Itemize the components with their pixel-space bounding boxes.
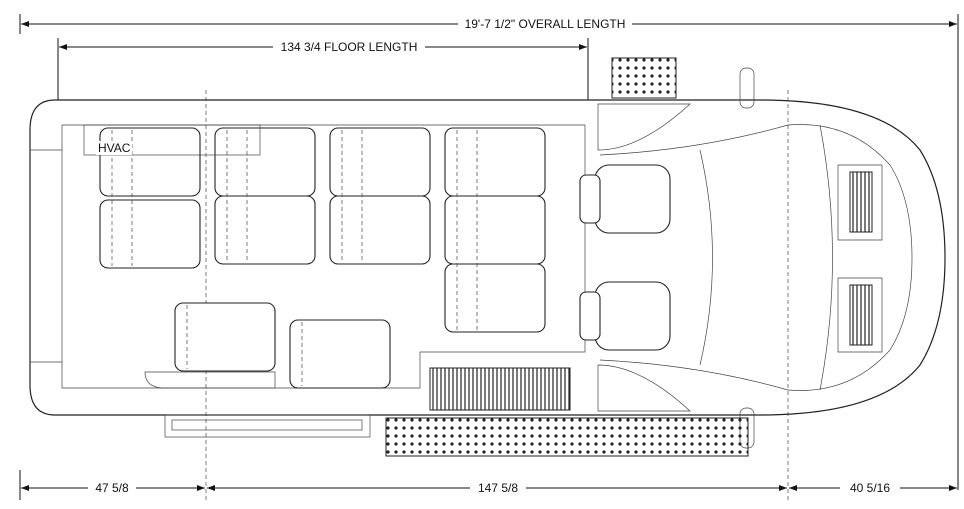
- seat: [289, 319, 391, 389]
- hvac-unit: HVAC: [83, 124, 261, 156]
- passenger-seat: [594, 281, 671, 351]
- seat: [174, 302, 276, 372]
- entry-step: [429, 367, 571, 411]
- seat: [444, 195, 546, 265]
- front-overhang-label: 40 5/16: [850, 481, 890, 495]
- seat: [99, 127, 201, 197]
- seat: [214, 127, 316, 197]
- seat: [444, 263, 546, 333]
- driver-seat: [594, 164, 671, 234]
- seat: [329, 195, 431, 265]
- rear-overhang-label: 47 5/8: [95, 481, 129, 495]
- floor-length-label: 134 3/4 FLOOR LENGTH: [281, 40, 418, 54]
- overall-length-label: 19'-7 1/2" OVERALL LENGTH: [465, 17, 626, 31]
- front-step: [611, 57, 677, 99]
- axle-dimensions: 47 5/8 147 5/8 40 5/16: [19, 90, 957, 500]
- passenger-seats: [99, 127, 546, 389]
- floor-length-dimension: 134 3/4 FLOOR LENGTH: [57, 38, 589, 100]
- wheelbase-label: 147 5/8: [478, 481, 518, 495]
- overall-length-dimension: 19'-7 1/2" OVERALL LENGTH: [19, 14, 959, 490]
- seat: [214, 195, 316, 265]
- van-body: [29, 67, 946, 449]
- seat: [329, 127, 431, 197]
- side-running-board: [385, 417, 749, 457]
- seat: [444, 127, 546, 197]
- seat: [99, 199, 201, 269]
- cab-seats: [579, 164, 671, 351]
- hvac-label: HVAC: [98, 141, 131, 155]
